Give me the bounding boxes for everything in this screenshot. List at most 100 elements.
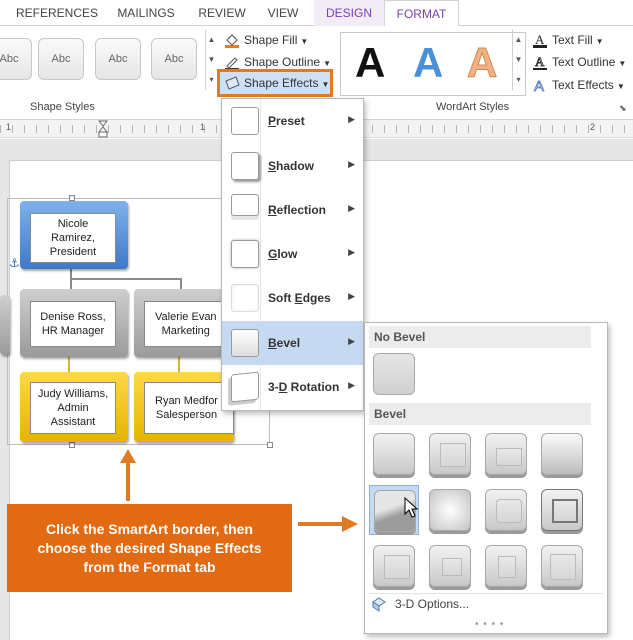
menu-item-label: Glow: [268, 247, 298, 261]
submenu-arrow-icon: ▶: [348, 247, 355, 257]
arrow-up-icon: [120, 449, 136, 501]
bevel-option-cool-slant[interactable]: [537, 429, 587, 479]
connector-line: [70, 278, 182, 280]
wordart-styles-gallery[interactable]: A A A: [340, 32, 526, 96]
tab-view[interactable]: VIEW: [267, 6, 299, 20]
bevel-option-none[interactable]: [369, 349, 419, 399]
shape-style-thumb[interactable]: Abc: [95, 38, 141, 80]
dialog-launcher-icon[interactable]: ⬊: [619, 103, 627, 113]
tab-review[interactable]: REVIEW: [198, 6, 246, 20]
paint-bucket-icon: [225, 34, 239, 48]
svg-text:A: A: [535, 54, 545, 69]
node-label: Valerie Evan Marketing: [144, 301, 234, 347]
divider: [369, 593, 603, 594]
menu-item-label: Preset: [268, 114, 305, 128]
menu-item-bevel[interactable]: Bevel ▶: [222, 321, 363, 365]
shape-fill-label: Shape Fill: [244, 33, 298, 47]
wordart-styles-group-label: WordArt Styles: [436, 101, 510, 113]
reflection-icon: [231, 194, 259, 216]
shape-styles-gallery-scroll[interactable]: ▲ ▼ ▾: [205, 30, 217, 90]
bevel-header: Bevel: [369, 403, 591, 425]
wordart-gallery-scroll[interactable]: ▲ ▼ ▾: [512, 30, 524, 90]
bevel-option-art-deco[interactable]: [537, 541, 587, 591]
org-chart-node-marketing[interactable]: Valerie Evan Marketing: [134, 289, 234, 357]
resize-grip-icon[interactable]: • • • •: [475, 619, 505, 630]
menu-item-preset[interactable]: Preset ▶: [222, 99, 363, 143]
indent-marker-icon[interactable]: [98, 120, 108, 138]
shape-fill-button[interactable]: Shape Fill▼: [222, 30, 308, 50]
text-outline-button[interactable]: A Text Outline▼: [530, 52, 626, 72]
dropdown-arrow-icon: ▼: [323, 59, 331, 68]
tab-references[interactable]: REFERENCES: [15, 6, 98, 20]
menu-item-label: Reflection: [268, 203, 327, 217]
tab-mailings[interactable]: MAILINGS: [117, 6, 175, 20]
tab-format[interactable]: FORMAT: [384, 0, 459, 27]
node-label: Nicole Ramirez, President: [30, 213, 116, 263]
node-label: Denise Ross, HR Manager: [30, 301, 116, 347]
bevel-option-soft-round[interactable]: [425, 485, 475, 535]
wordart-style-blue[interactable]: A: [413, 39, 444, 86]
node-label: Judy Williams, Admin Assistant: [30, 382, 116, 434]
more-icon[interactable]: ▾: [516, 75, 521, 84]
shape-effects-menu: Preset ▶ Shadow ▶ Reflection ▶ Glow ▶ So…: [221, 98, 364, 411]
shape-style-thumb[interactable]: Abc: [151, 38, 197, 80]
menu-item-label: Soft Edges: [268, 291, 331, 305]
dropdown-arrow-icon: ▼: [595, 37, 604, 46]
bevel-option-riblet[interactable]: [425, 541, 475, 591]
menu-item-soft-edges[interactable]: Soft Edges ▶: [222, 276, 363, 320]
menu-item-shadow[interactable]: Shadow ▶: [222, 144, 363, 188]
org-chart-node-partial[interactable]: [0, 295, 10, 355]
bevel-gallery: No Bevel Bevel 3-D Options... • • • •: [364, 322, 608, 634]
org-chart-node-president[interactable]: Nicole Ramirez, President: [20, 201, 128, 269]
text-fill-icon: A: [533, 32, 547, 48]
menu-item-glow[interactable]: Glow ▶: [222, 232, 363, 276]
submenu-arrow-icon: ▶: [348, 203, 355, 213]
shape-style-thumb[interactable]: Abc: [0, 38, 32, 80]
org-chart-node-hr-manager[interactable]: Denise Ross, HR Manager: [20, 289, 128, 357]
resize-handle[interactable]: [69, 195, 75, 201]
3d-rotation-icon: [231, 371, 259, 403]
wordart-style-peach[interactable]: A: [466, 39, 498, 87]
glow-icon: [231, 240, 259, 268]
org-chart-node-salesperson[interactable]: Ryan Medfor Salesperson: [134, 372, 234, 442]
3d-options-icon: [372, 597, 386, 612]
org-chart-node-admin-assistant[interactable]: Judy Williams, Admin Assistant: [20, 372, 128, 442]
menu-item-3d-rotation[interactable]: 3-D Rotation ▶: [222, 365, 363, 409]
tab-design[interactable]: DESIGN: [314, 0, 384, 26]
text-fill-label: Text Fill: [552, 33, 593, 47]
scroll-up-icon[interactable]: ▲: [207, 35, 216, 44]
shape-effects-button[interactable]: Shape Effects▼: [217, 69, 333, 97]
text-fill-button[interactable]: A Text Fill▼: [530, 30, 604, 50]
svg-text:A: A: [535, 32, 545, 47]
shape-outline-label: Shape Outline: [244, 55, 321, 69]
bevel-option-divot[interactable]: [369, 541, 419, 591]
svg-text:A: A: [534, 78, 544, 93]
node-label: Ryan Medfor Salesperson: [144, 382, 234, 434]
shape-style-thumb[interactable]: Abc: [38, 38, 84, 80]
resize-handle[interactable]: [267, 442, 273, 448]
bevel-option-cross[interactable]: [481, 429, 531, 479]
scroll-down-icon[interactable]: ▼: [514, 55, 523, 64]
callout-text: Click the SmartArt border, then choose t…: [37, 520, 262, 575]
bevel-option-slope[interactable]: [537, 485, 587, 535]
mouse-pointer-icon: [404, 497, 418, 518]
3d-options-link[interactable]: 3-D Options...: [371, 597, 470, 612]
3d-options-label: 3-D Options...: [395, 597, 470, 611]
more-icon[interactable]: ▾: [209, 75, 214, 84]
text-effects-button[interactable]: A Text Effects▼: [530, 75, 625, 95]
bevel-option-convex[interactable]: [481, 485, 531, 535]
text-effects-icon: A: [534, 78, 545, 93]
menu-item-label: 3-D Rotation: [268, 380, 340, 394]
bevel-option-circle[interactable]: [369, 429, 419, 479]
instruction-callout: Click the SmartArt border, then choose t…: [7, 504, 292, 592]
resize-handle[interactable]: [69, 442, 75, 448]
shape-effects-label: Shape Effects: [244, 76, 319, 90]
wordart-style-black[interactable]: A: [355, 39, 386, 86]
scroll-up-icon[interactable]: ▲: [514, 35, 523, 44]
menu-item-reflection[interactable]: Reflection ▶: [222, 188, 363, 232]
bevel-option-relaxed-inset[interactable]: [425, 429, 475, 479]
scroll-down-icon[interactable]: ▼: [207, 55, 216, 64]
submenu-arrow-icon: ▶: [348, 291, 355, 301]
bevel-option-hard-edge[interactable]: [481, 541, 531, 591]
no-bevel-header: No Bevel: [369, 326, 591, 348]
